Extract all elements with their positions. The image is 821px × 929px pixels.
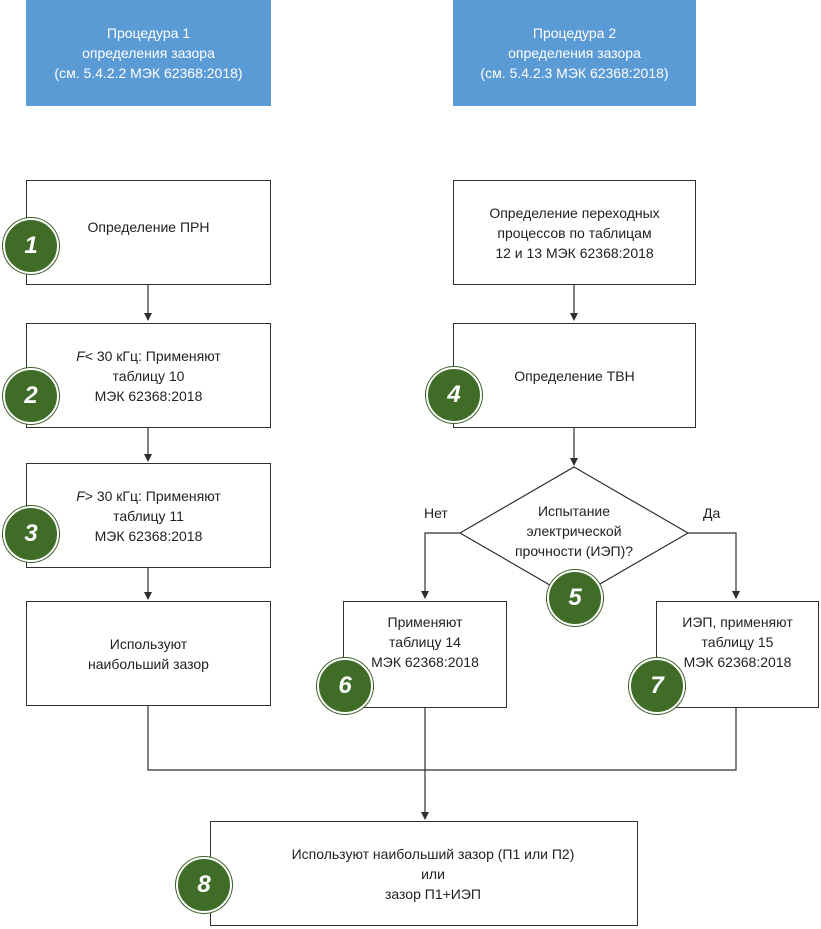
step-badge-4: 4 [426, 367, 482, 423]
step-badge-8: 8 [176, 857, 232, 913]
box-final: Используют наибольший зазор (П1 или П2) … [210, 821, 638, 926]
box-table-10: F< 30 кГц: Применяют таблицу 10 МЭК 6236… [26, 323, 271, 428]
step-badge-1: 1 [3, 218, 59, 274]
step-badge-6: 6 [317, 658, 373, 714]
step-badge-5: 5 [547, 570, 603, 626]
box-prn: Определение ПРН [26, 180, 271, 285]
procedure-1-header: Процедура 1 определения зазора (см. 5.4.… [26, 0, 271, 106]
box-table-11: F> 30 кГц: Применяют таблицу 11 МЭК 6236… [26, 463, 271, 568]
arrow-yes [688, 532, 740, 599]
box-use-largest: Используют наибольший зазор [26, 601, 271, 706]
step-badge-3: 3 [3, 506, 59, 562]
step-badge-7: 7 [629, 658, 685, 714]
label-no: Нет [424, 505, 448, 521]
step-badge-2: 2 [3, 368, 59, 424]
merge-line [147, 706, 737, 771]
label-yes: Да [703, 505, 721, 521]
arrow-no [421, 532, 460, 599]
box-tvn: Определение ТВН [453, 323, 696, 428]
decision-text: Испытание электрической прочности (ИЭП)? [514, 503, 634, 559]
box-transients: Определение переходных процессов по табл… [453, 180, 696, 285]
procedure-2-header: Процедура 2 определения зазора (см. 5.4.… [453, 0, 696, 106]
